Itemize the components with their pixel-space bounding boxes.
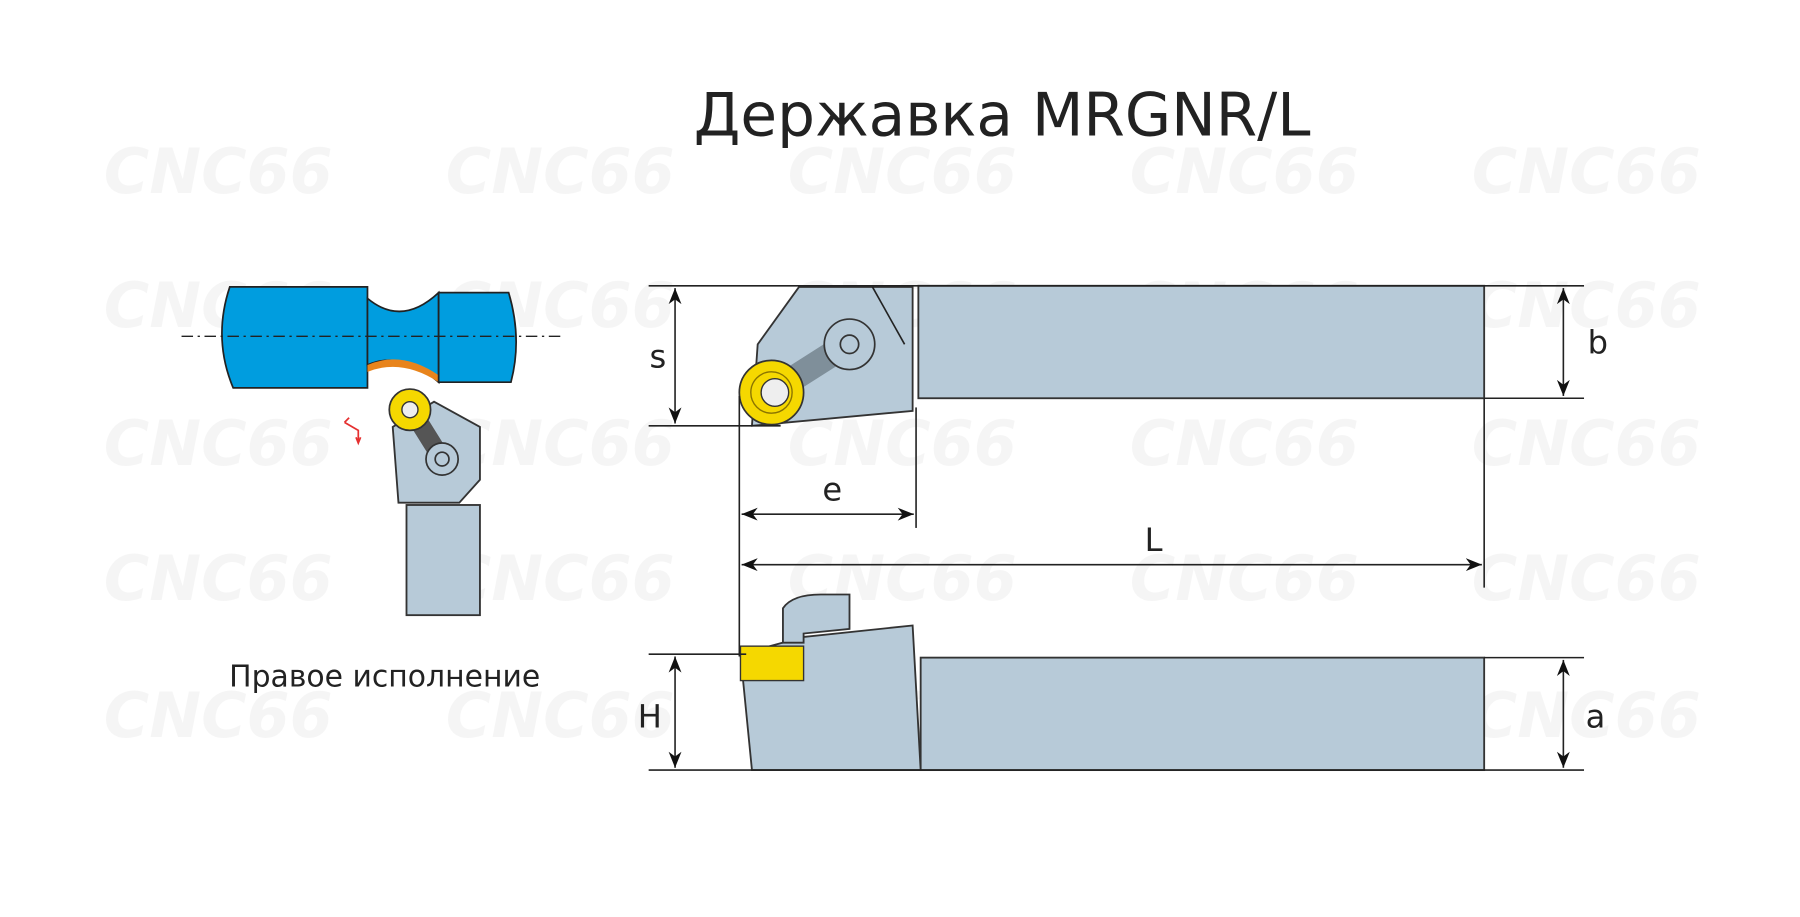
side-view <box>739 593 1486 772</box>
dim-label-a: a <box>1586 698 1606 736</box>
watermark: CNC66 <box>1472 269 1701 342</box>
watermark: CNC66 <box>1472 407 1701 480</box>
watermark: CNC66 <box>1130 542 1359 615</box>
watermark: CNC66 <box>1472 135 1701 208</box>
insert-icon <box>739 645 805 682</box>
dim-label-e: e <box>822 470 842 508</box>
caption-right-hand: Правое исполнение <box>229 659 540 694</box>
watermark: CNC66 <box>1130 407 1359 480</box>
chip-groove <box>367 359 439 383</box>
dim-label-b: b <box>1588 323 1608 361</box>
dim-label-L: L <box>1145 521 1163 559</box>
workpiece-illustration <box>181 286 563 389</box>
watermark: CNC66 <box>1472 542 1701 615</box>
top-view <box>738 284 1486 427</box>
dimension-lines <box>648 284 1585 771</box>
watermark: CNC66 <box>446 135 675 208</box>
watermark: CNC66 <box>104 407 333 480</box>
small-holder-illustration <box>343 388 481 617</box>
dim-label-H: H <box>638 698 662 736</box>
watermark: CNC66 <box>104 542 333 615</box>
dim-label-s: s <box>649 337 666 375</box>
feed-direction-icon <box>343 417 362 446</box>
page-title: Державка MRGNR/L <box>694 81 1311 150</box>
watermark: CNC66 <box>104 135 333 208</box>
